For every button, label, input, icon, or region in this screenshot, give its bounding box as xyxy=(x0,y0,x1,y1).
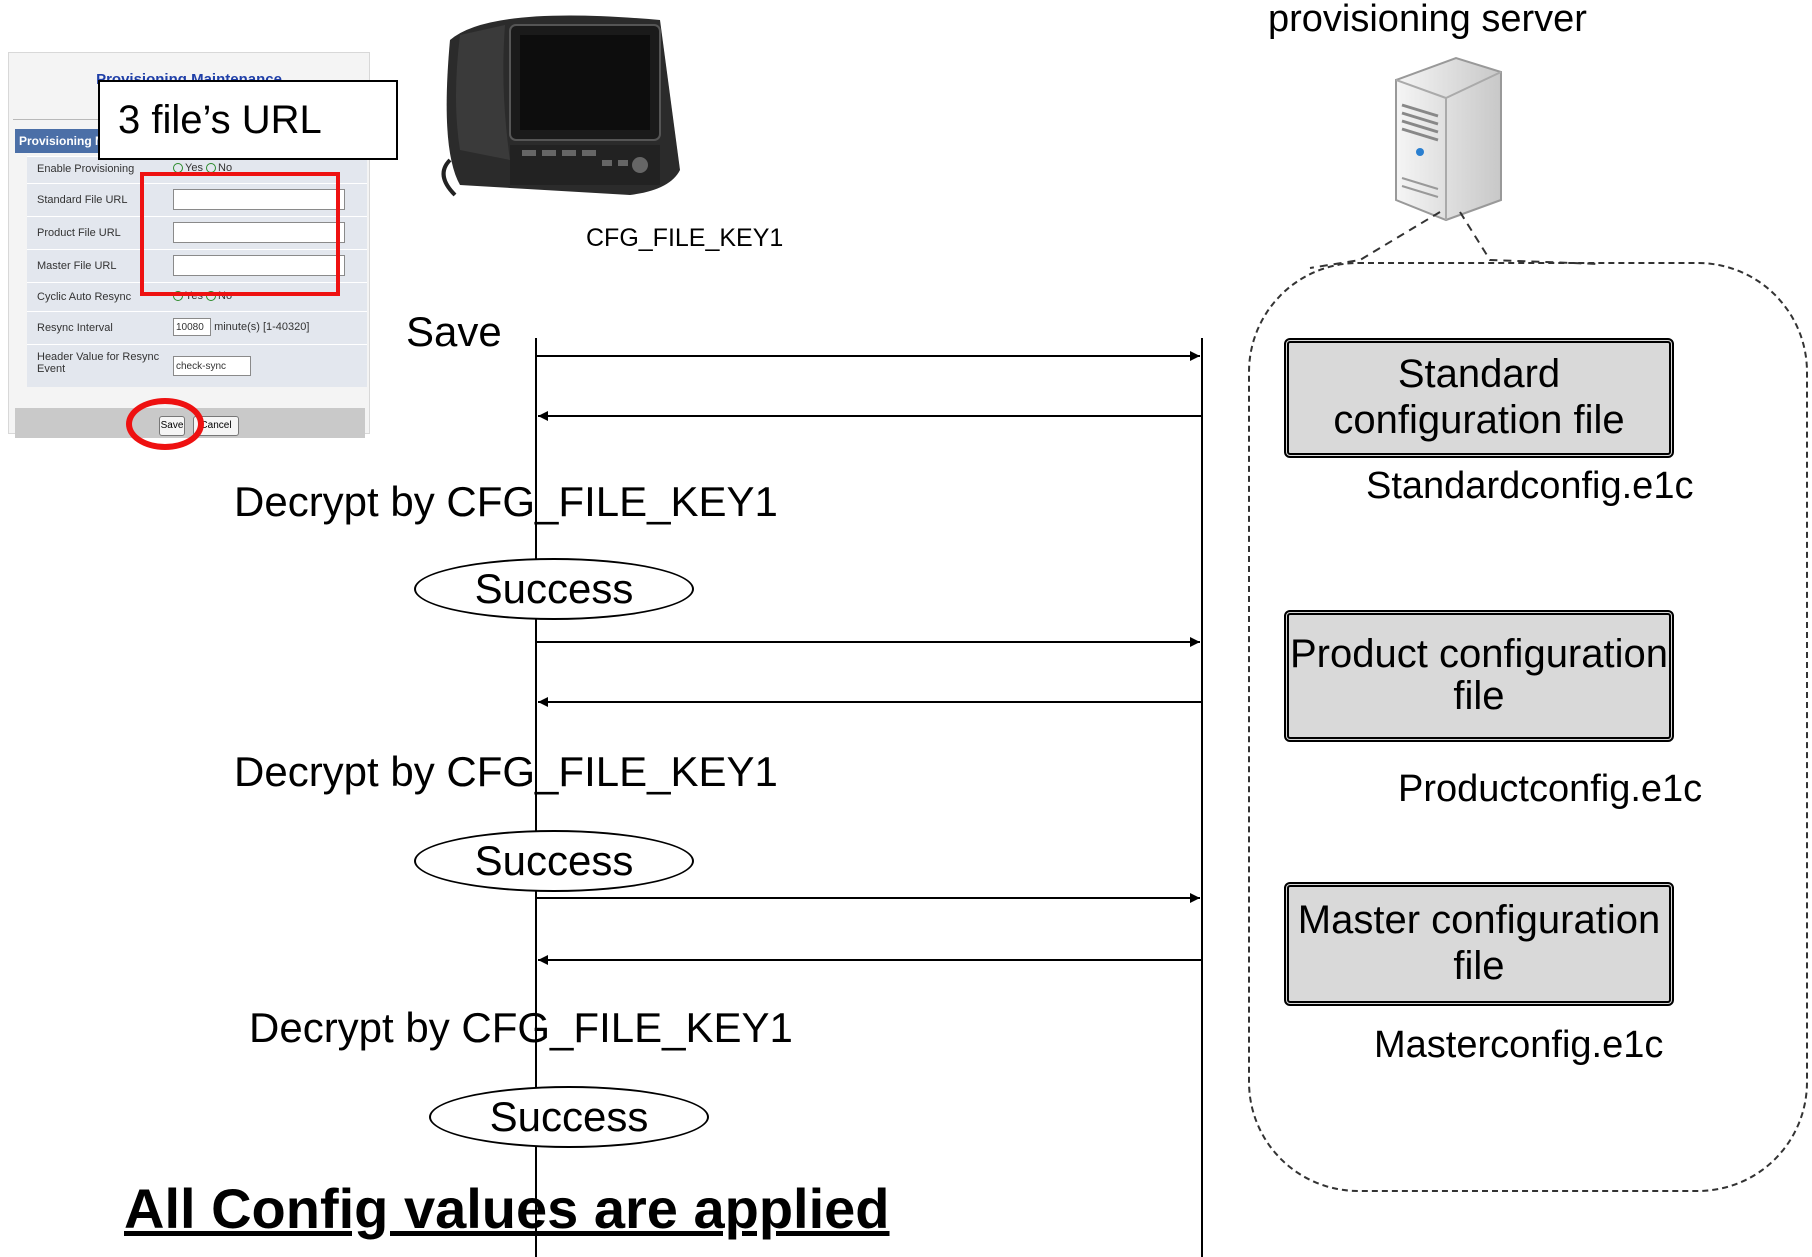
success-state: Success xyxy=(429,1086,709,1148)
desk-phone-icon xyxy=(441,15,680,197)
row-cyclic-auto-resync: Cyclic Auto Resync Yes No xyxy=(27,282,367,311)
storage-connector xyxy=(1309,211,1601,269)
row-label: Cyclic Auto Resync xyxy=(37,291,132,303)
radio-no-label: No xyxy=(218,162,233,174)
product-config-filename: Productconfig.e1c xyxy=(1398,768,1703,810)
row-label: Product File URL xyxy=(37,227,121,239)
phone-lifeline xyxy=(535,338,537,1257)
success-state: Success xyxy=(414,830,694,892)
master-file-url-input[interactable] xyxy=(173,255,345,276)
result-caption: All Config values are applied xyxy=(124,1177,890,1240)
standard-config-file-box: Standard configuration file xyxy=(1284,338,1674,458)
row-label: Standard File URL xyxy=(37,194,128,206)
save-step-label: Save xyxy=(406,308,502,355)
radio-no[interactable] xyxy=(206,291,217,302)
resync-interval-input[interactable]: 10080 xyxy=(173,318,211,336)
save-button-highlight xyxy=(126,398,204,450)
row-resync-interval: Resync Interval 10080 minute(s) [1-40320… xyxy=(27,311,367,344)
url-fields-highlight xyxy=(140,172,340,296)
resync-interval-unit: minute(s) [1-40320] xyxy=(214,320,310,333)
url-callout: 3 file’s URL xyxy=(98,80,398,160)
server-storage-area xyxy=(1248,262,1808,1192)
row-label: Resync Interval xyxy=(37,322,113,334)
row-label: Enable Provisioning xyxy=(37,163,135,175)
row-enable-provisioning: Enable Provisioning Yes No xyxy=(27,156,367,183)
row-product-file-url: Product File URL xyxy=(27,216,367,249)
product-config-file-box: Product configuration file xyxy=(1284,610,1674,742)
row-standard-file-url: Standard File URL xyxy=(27,183,367,216)
decrypt-step-label: Decrypt by CFG_FILE_KEY1 xyxy=(234,748,778,795)
decrypt-step-label: Decrypt by CFG_FILE_KEY1 xyxy=(234,478,778,525)
success-state: Success xyxy=(414,558,694,620)
decrypt-step-label: Decrypt by CFG_FILE_KEY1 xyxy=(249,1004,793,1051)
section-label: Provisioning Maint xyxy=(19,134,99,148)
radio-yes-label: Yes xyxy=(185,162,203,174)
product-file-url-input[interactable] xyxy=(173,222,345,243)
row-master-file-url: Master File URL xyxy=(27,249,367,282)
server-label: provisioning server xyxy=(1268,0,1587,40)
server-icon xyxy=(1395,56,1502,222)
standard-file-url-input[interactable] xyxy=(173,189,345,210)
header-value-input[interactable]: check-sync xyxy=(173,356,251,376)
server-lifeline xyxy=(1201,338,1203,1257)
phone-key-label: CFG_FILE_KEY1 xyxy=(586,224,784,252)
row-label: Master File URL xyxy=(37,260,117,272)
master-config-file-box: Master configuration file xyxy=(1284,882,1674,1006)
standard-config-filename: Standardconfig.e1c xyxy=(1366,465,1694,507)
row-header-value: Header Value for Resync Event check-sync xyxy=(27,344,367,387)
master-config-filename: Masterconfig.e1c xyxy=(1374,1024,1664,1066)
radio-yes[interactable] xyxy=(173,291,183,302)
row-label: Header Value for Resync Event xyxy=(37,351,160,375)
